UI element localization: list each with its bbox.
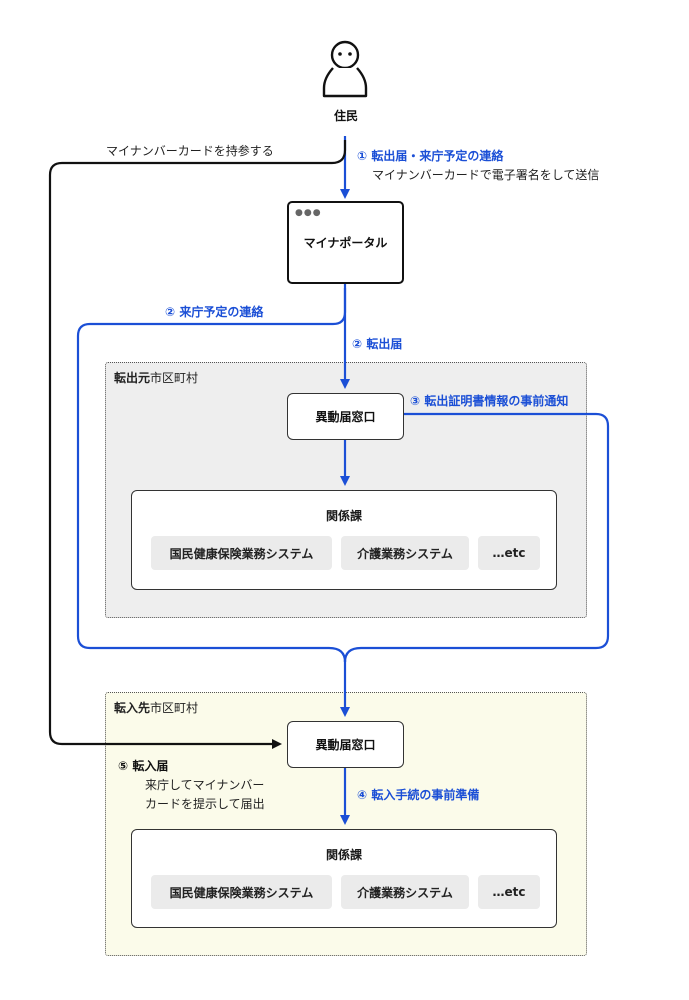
- step4-label: ④ 転入手続の事前準備: [357, 788, 480, 802]
- transfer-in-related-section: 関係課 国民健康保険業務システム 介護業務システム …etc: [131, 829, 557, 928]
- transfer-in-region-label: 転入先市区町村: [114, 699, 198, 716]
- section-title: 関係課: [325, 509, 362, 523]
- portal-label: マイナポータル: [303, 236, 388, 250]
- window-label: 異動届窓口: [315, 410, 376, 424]
- section-title: 関係課: [325, 848, 362, 862]
- step3-label: ③ 転出証明書情報の事前通知: [410, 394, 569, 408]
- flow-advance-notice: [343, 412, 610, 663]
- resident-person-icon: [322, 40, 368, 98]
- transfer-in-window: 異動届窓口: [287, 721, 404, 768]
- system-chip-health-insurance: 国民健康保険業務システム: [151, 875, 332, 909]
- system-chip-nursing-care: 介護業務システム: [341, 536, 469, 570]
- step5-subtitle-line1: 来庁してマイナンバー: [145, 778, 265, 792]
- step2-contact-label: ② 来庁予定の連絡: [165, 305, 264, 319]
- resident-label: 住民: [334, 109, 359, 123]
- transfer-out-region-label: 転出元市区町村: [114, 369, 198, 386]
- flow-contact-visit: [76, 288, 347, 663]
- region-label-bold: 転入先: [114, 701, 151, 715]
- step2-transfer-out-label: ② 転出届: [352, 337, 403, 351]
- window-dots-icon: ●●●: [295, 208, 322, 218]
- step5-subtitle-line2: カードを提示して届出: [145, 797, 265, 811]
- system-chip-nursing-care: 介護業務システム: [341, 875, 469, 909]
- region-label-bold: 転出元: [114, 371, 151, 385]
- transfer-out-related-section: 関係課 国民健康保険業務システム 介護業務システム …etc: [131, 490, 557, 590]
- region-label-rest: 市区町村: [150, 701, 199, 715]
- myna-portal-box: ●●● マイナポータル: [287, 201, 404, 284]
- system-chip-etc: …etc: [478, 536, 540, 570]
- step1-title: ① 転出届・来庁予定の連絡: [357, 149, 504, 163]
- step5-title: ⑤ 転入届: [118, 759, 169, 773]
- transfer-out-window: 異動届窓口: [287, 393, 404, 440]
- system-chip-health-insurance: 国民健康保険業務システム: [151, 536, 332, 570]
- system-chip-etc: …etc: [478, 875, 540, 909]
- step1-subtitle: マイナンバーカードで電子署名をして送信: [372, 168, 600, 182]
- region-label-rest: 市区町村: [150, 371, 199, 385]
- window-label: 異動届窓口: [315, 738, 376, 752]
- flow-bring-card: [48, 140, 347, 749]
- bring-card-label: マイナンバーカードを持参する: [106, 144, 274, 158]
